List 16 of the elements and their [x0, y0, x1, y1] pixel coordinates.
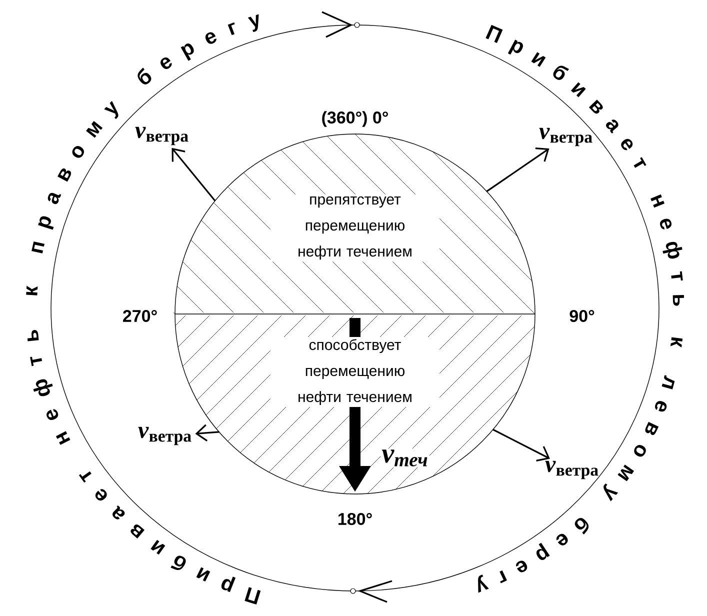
velocity-label: v$_{теч}$ — [380, 448, 430, 468]
node-label: способствует перемещению нефти течением — [298, 338, 412, 406]
angle-label: 270° — [123, 310, 157, 322]
velocity-label: v$_{ветра}$ — [138, 426, 192, 446]
arrow — [492, 428, 550, 462]
velocity-label: v$_{ветра}$ — [545, 460, 598, 480]
zone-text: способствует перемещению нефти течением — [270, 336, 440, 408]
velocity-label: v$_{ветра}$ — [539, 128, 592, 146]
arrow — [195, 424, 220, 442]
velocity-label: v$_{ветра}$ — [135, 126, 188, 146]
angle-label: 180° — [338, 512, 372, 526]
arrow — [172, 148, 216, 202]
angle-label: 90° — [570, 310, 594, 322]
zone-text: препятствует перемещению нефти течением — [270, 194, 440, 262]
arrow — [486, 147, 550, 192]
node-label: препятствует перемещению нефти течением — [298, 196, 412, 260]
